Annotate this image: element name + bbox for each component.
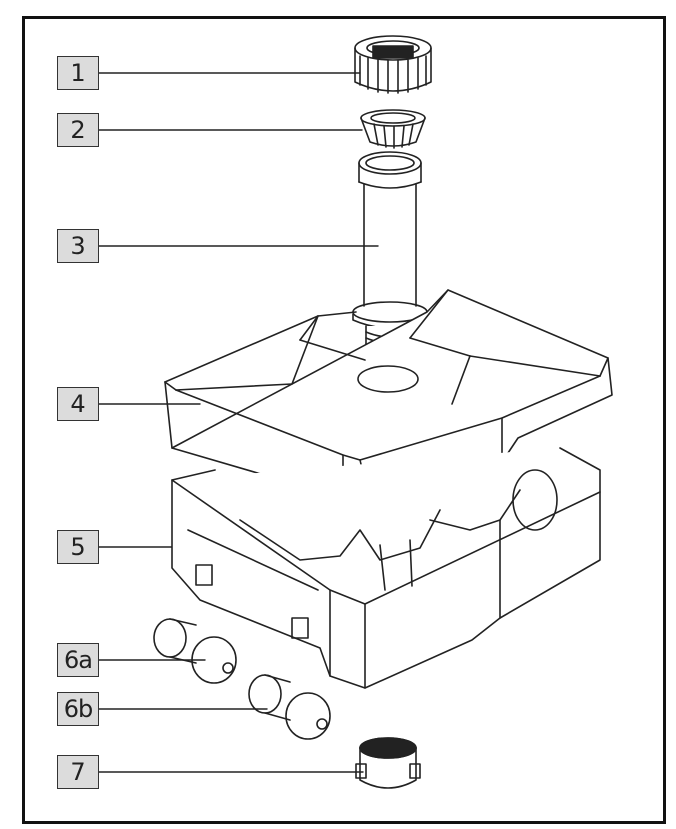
part-5-base [171, 447, 601, 689]
part-6a-feet [153, 618, 237, 684]
callout-2: 2 [57, 113, 99, 147]
part-6b-feet [248, 674, 331, 740]
leader-lines [98, 72, 379, 773]
part-4-lid [164, 289, 613, 503]
callout-7: 7 [57, 755, 99, 789]
callout-6a: 6a [57, 643, 99, 677]
callout-6b: 6b [57, 692, 99, 726]
callout-4: 4 [57, 387, 99, 421]
part-2-filter [360, 109, 426, 149]
part-1-cap [354, 35, 432, 94]
callout-3: 3 [57, 229, 99, 263]
part-7-plug [355, 737, 421, 789]
diagram-frame [22, 16, 666, 824]
callout-1: 1 [57, 56, 99, 90]
callout-5: 5 [57, 530, 99, 564]
